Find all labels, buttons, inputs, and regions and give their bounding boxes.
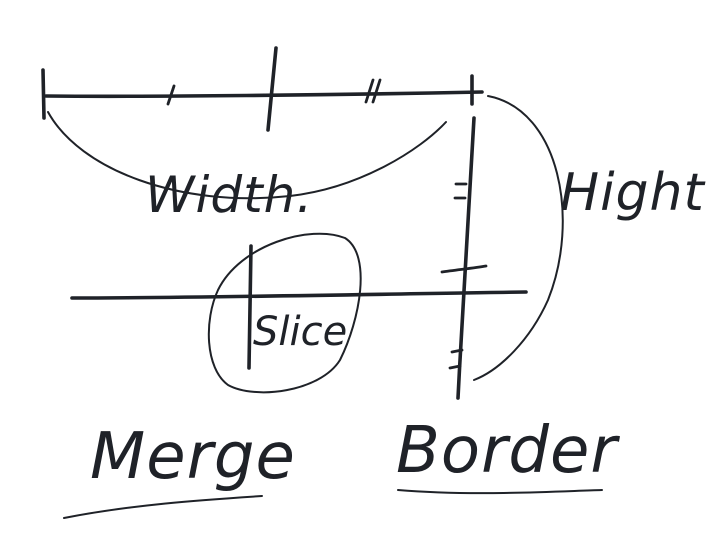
width-bracket-arc (47, 111, 447, 200)
height-tick-middle (440, 264, 488, 274)
height-label: Hight. (560, 163, 706, 223)
width-line-middle-tick (266, 46, 278, 132)
height-bracket-arc (473, 95, 564, 381)
width-line (44, 90, 484, 99)
width-line-left-tick (41, 68, 46, 120)
height-tick-bottom (448, 348, 464, 370)
border-underline (397, 489, 603, 495)
height-line (456, 116, 476, 400)
slice-vertical-line (247, 244, 253, 370)
equal-mark-right-a (364, 78, 375, 104)
border-label: Border (396, 414, 620, 488)
slice-horizontal-line (70, 290, 528, 300)
equal-mark-left (166, 84, 176, 106)
merge-label: Merge (90, 420, 296, 494)
slice-highlight-circle (207, 232, 362, 394)
width-label: Width. (145, 166, 313, 224)
height-tick-top (453, 182, 468, 200)
merge-underline (63, 495, 263, 519)
equal-mark-right-b (371, 78, 382, 104)
slice-label: Slice (253, 309, 347, 355)
